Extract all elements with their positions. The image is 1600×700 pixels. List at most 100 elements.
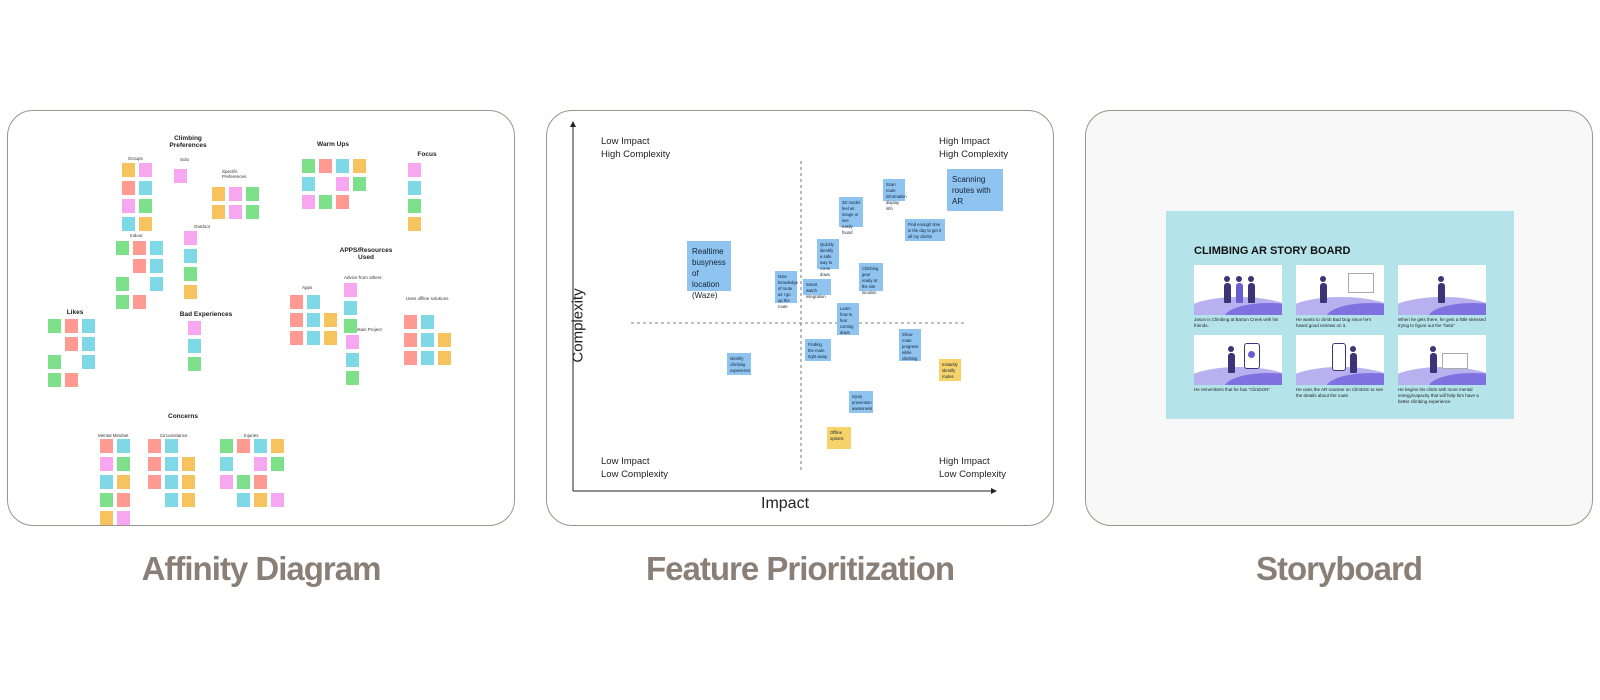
affinity-sticky-note	[100, 511, 113, 525]
affinity-sticky-note	[324, 313, 337, 327]
affinity-sticky-note	[117, 493, 130, 507]
affinity-sticky-note	[148, 457, 161, 471]
note-find-time[interactable]: Find enough time in the day to get it al…	[905, 219, 945, 241]
affinity-sticky-note	[246, 205, 259, 219]
axis-y-label: Complexity	[569, 288, 587, 363]
story-caption-6: He begins his climb with more mental ene…	[1398, 387, 1479, 404]
affinity-sticky-note	[271, 493, 284, 507]
affinity-sticky-note	[148, 475, 161, 489]
affinity-sticky-note	[182, 475, 195, 489]
affinity-sticky-note	[271, 457, 284, 471]
affinity-diagram-card[interactable]: Climbing Preferences Groups Solo Specifi…	[7, 110, 515, 526]
heading-climbing-preferences: Climbing Preferences	[169, 135, 207, 149]
affinity-sticky-note	[48, 373, 61, 387]
affinity-sticky-note	[117, 511, 130, 525]
note-identify-experience[interactable]: Identify climbing experience	[727, 353, 751, 375]
story-caption-3: When he gets there, he gets a little str…	[1398, 317, 1486, 328]
affinity-sticky-note	[122, 217, 135, 231]
affinity-sticky-note	[237, 439, 250, 453]
affinity-sticky-note	[237, 475, 250, 489]
heading-focus: Focus	[417, 151, 437, 158]
affinity-sticky-note	[408, 199, 421, 213]
affinity-sticky-note	[82, 319, 95, 333]
note-offline-options[interactable]: Offline options	[827, 427, 851, 449]
affinity-sticky-note	[65, 337, 78, 351]
subheading-mountain-project: Mountain Project	[348, 327, 382, 332]
affinity-sticky-note	[150, 259, 163, 273]
axis-x-label: Impact	[761, 495, 810, 512]
affinity-sticky-note	[100, 439, 113, 453]
affinity-sticky-note	[336, 195, 349, 209]
affinity-sticky-note	[116, 295, 129, 309]
quadrant-top-right: High Impact High Complexity	[939, 136, 1009, 160]
story-frame-2	[1296, 265, 1384, 315]
affinity-sticky-note	[188, 321, 201, 335]
note-identify-routes[interactable]: Instantly identify routes	[939, 359, 961, 381]
affinity-sticky-note	[165, 439, 178, 453]
story-caption-5: He uses the AR scanner on ClimbOn to see…	[1296, 387, 1384, 398]
affinity-sticky-note	[133, 295, 146, 309]
storyboard-panel: CLIMBING AR STORY BOARD Jason is Climbin…	[1166, 211, 1514, 419]
story-caption-1: Jason is Climbing at Barton Creek with h…	[1194, 317, 1279, 328]
affinity-sticky-note	[346, 335, 359, 349]
affinity-sticky-note	[65, 373, 78, 387]
affinity-sticky-note	[82, 355, 95, 369]
affinity-sticky-note	[336, 159, 349, 173]
affinity-sticky-note	[182, 457, 195, 471]
story-frame-3	[1398, 265, 1486, 315]
note-3d-model[interactable]: 3D model feel as image or see easily fou…	[839, 197, 863, 235]
affinity-sticky-note	[438, 351, 451, 365]
affinity-sticky-note	[116, 277, 129, 291]
affinity-sticky-note	[421, 351, 434, 365]
affinity-sticky-note	[344, 301, 357, 315]
subheading-advice: Advice from others	[344, 275, 382, 280]
affinity-sticky-note	[271, 439, 284, 453]
subheading-injuries: Injuries	[244, 433, 259, 438]
affinity-sticky-note	[319, 159, 332, 173]
note-finding-route[interactable]: Finding the route right away	[805, 339, 831, 361]
heading-likes: Likes	[66, 309, 84, 316]
affinity-sticky-note	[133, 241, 146, 255]
affinity-sticky-note	[65, 319, 78, 333]
affinity-sticky-note	[438, 333, 451, 347]
note-climbing-gear[interactable]: Climbing gear ready at the site location	[859, 263, 883, 295]
note-realtime-busyness[interactable]: Realtime busyness of location (Waze)	[687, 241, 731, 300]
affinity-sticky-note	[165, 457, 178, 471]
affinity-sticky-note	[117, 475, 130, 489]
affinity-sticky-note	[184, 249, 197, 263]
affinity-sticky-note	[254, 457, 267, 471]
affinity-sticky-note	[148, 439, 161, 453]
note-injury-prevention[interactable]: Injury prevention awareness	[849, 391, 873, 413]
note-route-knowledge[interactable]: Note knowledge of route as I go up the r…	[775, 271, 798, 309]
affinity-sticky-note	[100, 475, 113, 489]
affinity-sticky-note	[229, 205, 242, 219]
note-route-progress[interactable]: Show route progress while climbing	[899, 329, 921, 361]
affinity-sticky-note	[353, 177, 366, 191]
affinity-sticky-note	[184, 267, 197, 281]
storyboard-card[interactable]: CLIMBING AR STORY BOARD Jason is Climbin…	[1085, 110, 1593, 526]
affinity-sticky-note	[254, 439, 267, 453]
affinity-sticky-note	[165, 493, 178, 507]
affinity-sticky-note	[307, 313, 320, 327]
heading-concerns: Concerns	[168, 413, 198, 420]
subheading-groups: Groups	[128, 156, 143, 161]
note-safe-way-down[interactable]: Quickly identify a safe way to come down	[817, 239, 839, 277]
story-caption-2: He wants to climb Bad Dog since he's hea…	[1296, 317, 1372, 328]
subheading-mental-mindset: Mental Mindset	[98, 433, 129, 438]
note-scan-route-info[interactable]: Scan route information display info	[883, 179, 907, 211]
affinity-sticky-note	[117, 457, 130, 471]
affinity-sticky-note	[336, 177, 349, 191]
feature-prioritization-card[interactable]: Complexity Impact Low Impact High Comple…	[546, 110, 1054, 526]
subheading-outdoor: Outdoor	[194, 224, 211, 229]
affinity-sticky-note	[421, 315, 434, 329]
affinity-sticky-note	[319, 195, 332, 209]
note-scanning-routes-ar[interactable]: Scanning routes with AR	[947, 169, 1003, 211]
note-smart-watch[interactable]: Smart watch integration	[803, 279, 831, 299]
affinity-sticky-note	[237, 493, 250, 507]
note-learn-fear[interactable]: Learn how to fear coming down	[837, 303, 859, 335]
affinity-sticky-note	[188, 357, 201, 371]
phone-icon	[1332, 343, 1346, 371]
caption-feature-prioritization: Feature Prioritization	[645, 550, 955, 587]
story-frame-4	[1194, 335, 1282, 385]
affinity-sticky-note	[100, 457, 113, 471]
